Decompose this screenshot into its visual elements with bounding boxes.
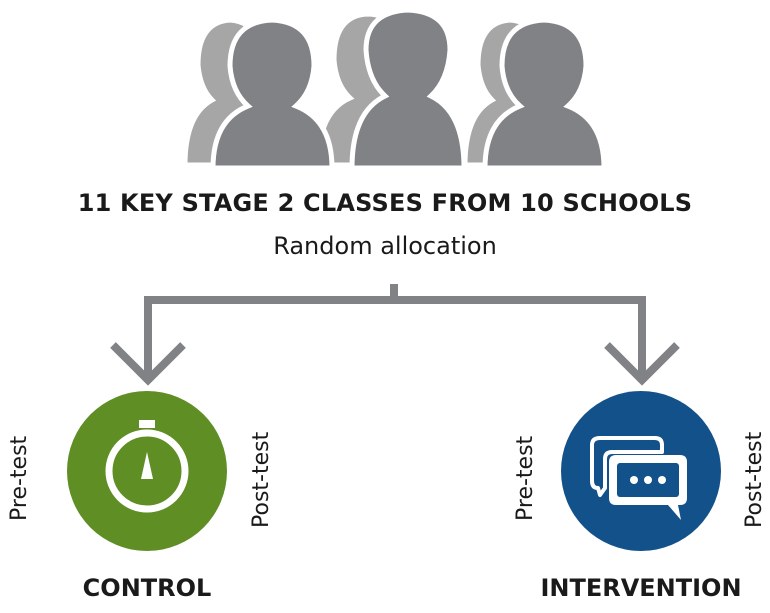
stopwatch-icon	[105, 420, 189, 513]
intervention-post-test-label: Post-test	[742, 431, 767, 528]
control-post-test-label: Post-test	[249, 431, 274, 528]
chat-bubbles-icon	[590, 436, 687, 520]
allocation-arrows	[110, 284, 680, 386]
intervention-pre-test-label: Pre-test	[513, 435, 538, 521]
children-silhouettes-icon	[182, 7, 607, 171]
control-group-label: CONTROL	[82, 574, 212, 602]
intervention-circle	[561, 391, 721, 551]
intervention-group-label: INTERVENTION	[540, 574, 742, 602]
allocation-subheading: Random allocation	[273, 232, 497, 260]
control-arrow-head	[110, 342, 186, 386]
population-heading: 11 KEY STAGE 2 CLASSES FROM 10 SCHOOLS	[77, 189, 693, 217]
control-pre-test-label: Pre-test	[7, 435, 32, 521]
control-circle	[67, 391, 227, 551]
intervention-arrow-head	[604, 342, 680, 386]
allocation-branch-line	[144, 284, 646, 382]
